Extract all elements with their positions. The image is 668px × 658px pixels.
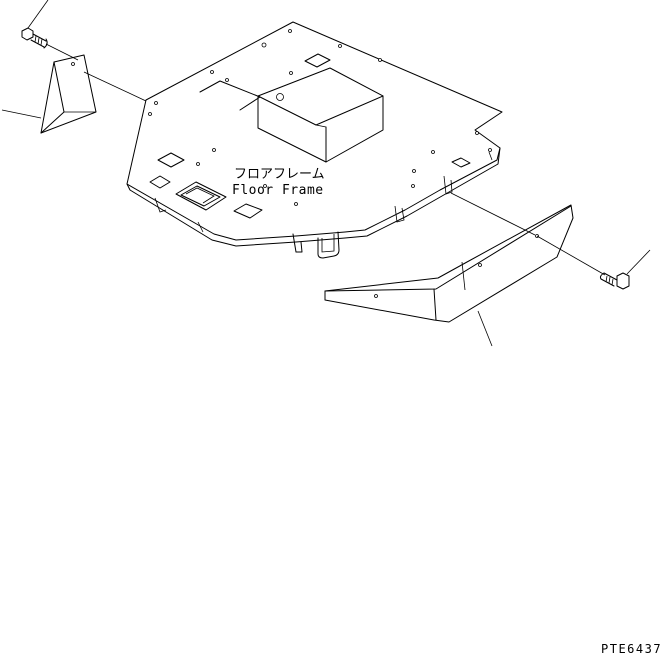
right-bolt (599, 249, 651, 290)
top-left-bolt (21, 0, 79, 61)
floor-frame-plate (126, 21, 503, 259)
right-side-cover (324, 192, 606, 347)
figure-code: PTE6437 (601, 642, 662, 656)
part-name-jp-label: フロアフレーム (234, 167, 325, 182)
part-name-en-label: Floor Frame (232, 183, 324, 198)
top-left-cover (1, 54, 147, 134)
